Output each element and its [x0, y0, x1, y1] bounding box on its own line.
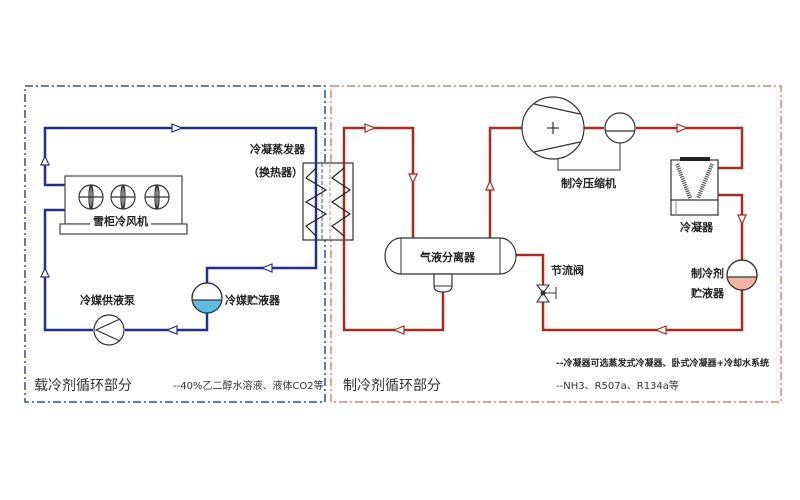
fan-icon — [110, 184, 136, 210]
expansion-valve — [535, 284, 557, 303]
refrigerant-section-title: 制冷剂循环部分 — [343, 378, 441, 394]
heat-exchanger — [302, 162, 354, 241]
fan-icon — [144, 184, 170, 210]
pipe-hx-to-receiver — [205, 240, 318, 283]
pipe-to-condenser — [636, 126, 744, 170]
separator-label: 气液分离器 — [420, 251, 475, 264]
pump — [93, 314, 125, 346]
flow-arrow-left — [654, 325, 667, 335]
fan-icon — [78, 184, 104, 210]
secondary-section-border — [24, 85, 326, 403]
secondary-section-title: 载冷剂循环部分 — [34, 378, 132, 394]
heat-exchanger-label: 冷凝蒸发器 — [250, 143, 305, 156]
condenser — [670, 157, 719, 216]
refrigerant-receiver-label: 制冷剂 — [691, 267, 724, 280]
flow-arrow-left — [165, 325, 178, 335]
flow-arrow-up — [40, 154, 50, 166]
secondary-flow-arrows — [40, 123, 273, 335]
pipe-cooler-to-hx — [43, 126, 318, 187]
flow-arrow-left — [392, 325, 405, 335]
condenser-label: 冷凝器 — [680, 221, 713, 234]
refrigerant-section-note-condenser: --冷凝器可选蒸发式冷凝器、卧式冷凝器+冷却水系统 — [556, 359, 770, 369]
pipe-hx-to-separator — [342, 126, 415, 241]
flow-arrow-down — [408, 173, 418, 185]
pipe-receiver-to-valve — [541, 290, 744, 332]
compressor-label: 制冷压缩机 — [561, 177, 616, 190]
flow-arrow-left — [260, 263, 273, 273]
refrigerant-receiver — [726, 259, 758, 291]
refrigerant-flow-arrows — [364, 123, 747, 335]
refrigerant-section-note-refrigerants: --NH3、R507a、R134a等 — [556, 381, 679, 392]
pipe-valve-to-separator — [515, 253, 545, 285]
expansion-valve-label: 节流阀 — [551, 264, 584, 277]
secondary-receiver-label: 冷媒贮液器 — [225, 294, 280, 307]
compressor — [521, 96, 636, 171]
flow-arrow-right — [676, 123, 689, 133]
pipe-condenser-to-receiver — [718, 193, 744, 260]
pump-label: 冷媒供液泵 — [80, 294, 135, 307]
pipe-receiver-to-pump — [125, 313, 209, 332]
flow-arrow-up — [40, 266, 50, 278]
pipe-separator-to-compressor — [488, 126, 528, 241]
flow-arrow-down — [737, 214, 747, 226]
refrigerant-section-border — [330, 85, 782, 403]
flow-arrow-up — [485, 179, 495, 191]
secondary-section-note: --40%乙二醇水溶液、液体CO2等 — [173, 381, 324, 392]
flow-arrow-right — [171, 123, 184, 133]
air-cooler-label: 雪柜冷风机 — [90, 213, 151, 229]
flow-arrow-right — [364, 123, 377, 133]
secondary-receiver — [191, 282, 223, 314]
refrigerant-receiver-sublabel: 贮液器 — [691, 287, 724, 300]
gas-liquid-separator — [384, 237, 517, 293]
heat-exchanger-sublabel: （换热器） — [248, 166, 303, 179]
